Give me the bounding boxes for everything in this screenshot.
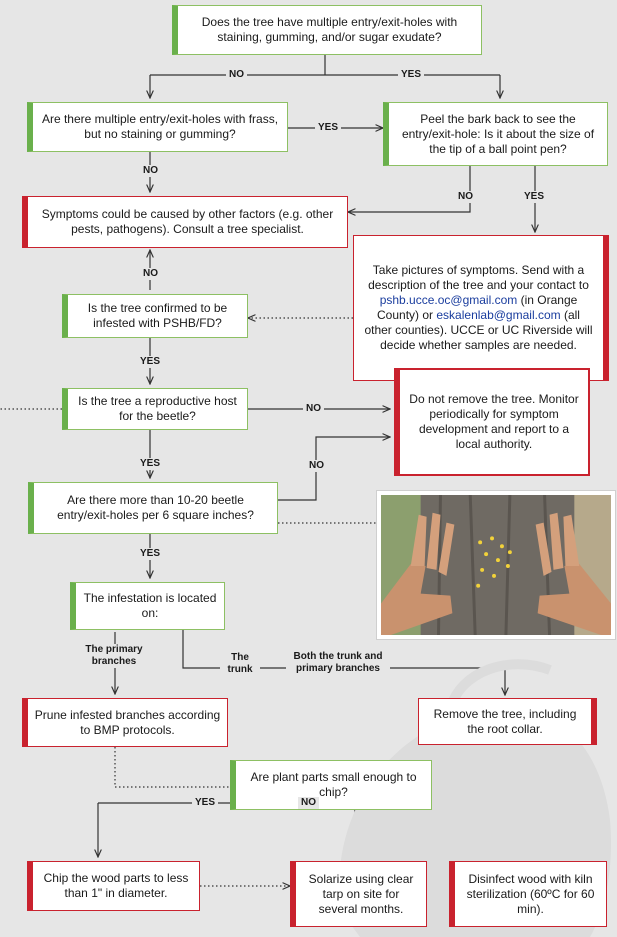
bark-hole-photo	[376, 490, 616, 640]
email-link-oc[interactable]: pshb.ucce.oc@gmail.com	[379, 293, 518, 307]
label-yes: YES	[137, 548, 164, 560]
question-text: Is the tree confirmed to be infested wit…	[87, 301, 228, 330]
email-link-eskalenlab[interactable]: eskalenlab@gmail.com	[436, 308, 561, 322]
question-peel-bark: Peel the bark back to see the entry/exit…	[383, 102, 608, 166]
action-solarize: Solarize using clear tarp on site for se…	[290, 861, 427, 927]
action-text: Symptoms could be caused by other factor…	[41, 207, 334, 236]
action-text: Prune infested branches according to BMP…	[34, 707, 221, 737]
action-take-pictures: Take pictures of symptoms. Send with a d…	[353, 235, 609, 381]
action-text: Take pictures of symptoms. Send with a d…	[364, 263, 593, 352]
question-confirmed-infested: Is the tree confirmed to be infested wit…	[62, 294, 248, 338]
question-multiple-holes-staining: Does the tree have multiple entry/exit-h…	[172, 5, 482, 55]
label-no: NO	[455, 191, 476, 203]
label-yes: YES	[137, 356, 164, 368]
action-text: Do not remove the tree. Monitor periodic…	[409, 392, 579, 451]
action-text: Disinfect wood with kiln sterilization (…	[466, 871, 595, 916]
label-yes: YES	[315, 122, 342, 134]
question-text: Is the tree a reproductive host for the …	[78, 394, 237, 423]
action-other-factors: Symptoms could be caused by other factor…	[22, 196, 348, 248]
label-no: NO	[140, 165, 161, 177]
question-text: Are plant parts small enough to chip?	[250, 770, 417, 799]
label-yes: YES	[137, 458, 164, 470]
label-no: NO	[306, 460, 327, 472]
connector	[348, 166, 471, 212]
label-no: NO	[226, 69, 247, 81]
connector	[278, 437, 390, 501]
action-chip-wood: Chip the wood parts to less than 1" in d…	[27, 861, 200, 911]
action-text: Remove the tree, including the root coll…	[433, 706, 577, 736]
label-no: NO	[298, 797, 319, 809]
action-remove-tree: Remove the tree, including the root coll…	[418, 698, 597, 745]
question-text: Are there more than 10-20 beetle entry/e…	[57, 493, 254, 522]
question-infestation-location: The infestation is located on:	[70, 582, 225, 630]
question-hole-density: Are there more than 10-20 beetle entry/e…	[28, 482, 278, 534]
question-text: The infestation is located on:	[83, 591, 217, 620]
label-primary-branches: The primary branches	[80, 644, 148, 668]
question-small-enough-to-chip: Are plant parts small enough to chip?	[230, 760, 432, 810]
action-do-not-remove: Do not remove the tree. Monitor periodic…	[394, 368, 590, 476]
dotted-connector	[114, 747, 230, 788]
action-text: Chip the wood parts to less than 1" in d…	[43, 871, 189, 900]
action-prune-branches: Prune infested branches according to BMP…	[22, 698, 228, 747]
label-yes: YES	[521, 191, 548, 203]
label-yes: YES	[398, 69, 425, 81]
question-reproductive-host: Is the tree a reproductive host for the …	[62, 388, 248, 430]
hands-on-bark-image	[381, 495, 611, 635]
action-text: Solarize using clear tarp on site for se…	[308, 871, 414, 916]
label-trunk: The trunk	[220, 652, 260, 676]
question-text: Peel the bark back to see the entry/exit…	[401, 111, 595, 156]
question-text: Does the tree have multiple entry/exit-h…	[201, 15, 458, 44]
question-holes-with-frass: Are there multiple entry/exit-holes with…	[27, 102, 288, 152]
action-disinfect-wood: Disinfect wood with kiln sterilization (…	[449, 861, 607, 927]
label-no: NO	[140, 268, 161, 280]
label-both-trunk-and-branches: Both the trunk and primary branches	[286, 651, 390, 675]
question-text: Are there multiple entry/exit-holes with…	[41, 112, 279, 141]
label-yes: YES	[192, 797, 219, 809]
label-no: NO	[303, 403, 324, 415]
